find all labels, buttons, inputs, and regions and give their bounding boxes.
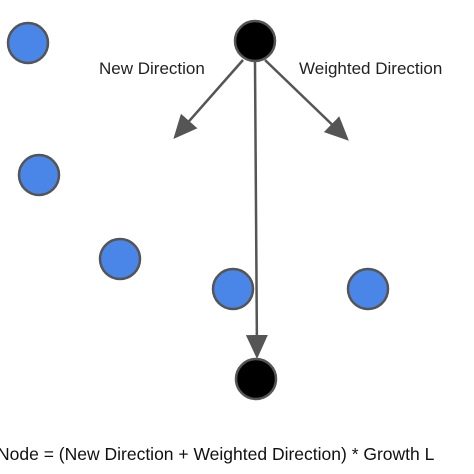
new-node (234, 357, 278, 401)
attractor-point (6, 21, 50, 65)
attractor-point (346, 267, 390, 311)
attractor-point (211, 267, 255, 311)
attractor-point (17, 153, 61, 197)
new-direction-arrow (173, 59, 244, 140)
growth-arrow (245, 61, 268, 359)
weighted-direction-label: Weighted Direction (299, 59, 442, 78)
attractor-point (98, 237, 142, 281)
new-direction-label: New Direction (99, 59, 205, 78)
weighted-direction-arrow (264, 59, 349, 141)
formula-text: Node = (New Direction + Weighted Directi… (0, 444, 435, 464)
current-node (233, 19, 277, 63)
